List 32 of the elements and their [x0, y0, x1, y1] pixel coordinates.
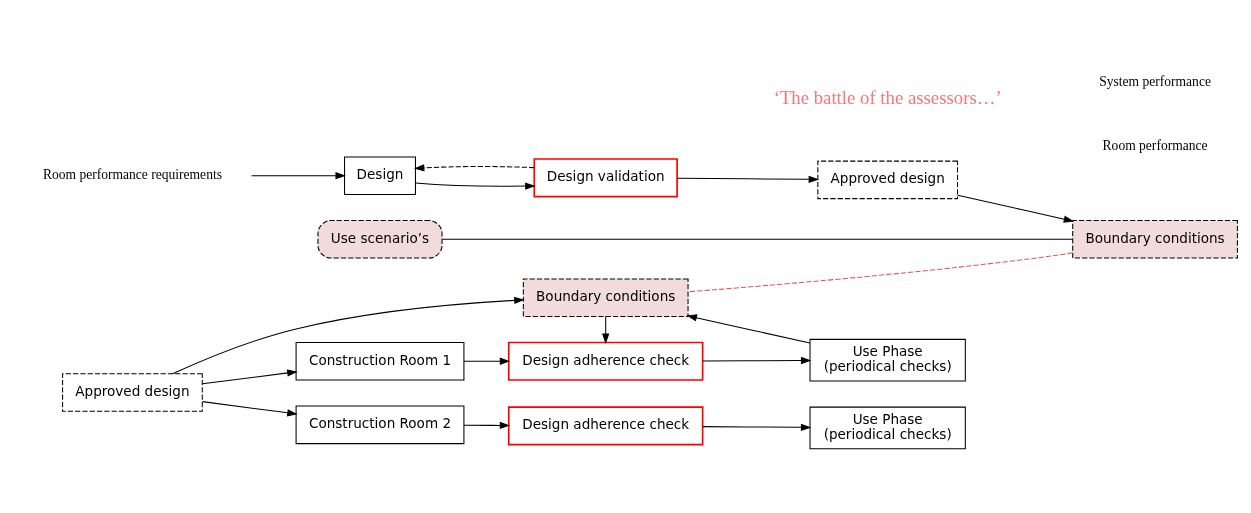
node-box: Design adherence check	[507, 341, 704, 381]
label: ‘The battle of the assessors…’	[773, 87, 1002, 109]
arrow	[172, 296, 525, 375]
arrow	[702, 423, 812, 431]
arrow	[702, 356, 812, 365]
node-box: Construction Room 1	[295, 342, 465, 381]
arrow	[251, 172, 346, 180]
node-box: Design adherence check	[507, 406, 704, 446]
node-box: Use scenario’s	[317, 220, 443, 259]
node-box: Approved design	[817, 160, 959, 200]
node-box: Design	[344, 156, 416, 195]
node-box: Design validation	[533, 158, 678, 198]
node-box: Boundary conditions	[1072, 220, 1238, 259]
node-text: Room performance requirements	[42, 167, 222, 183]
node-box: Use Phase (periodical checks)	[809, 338, 966, 382]
arrow	[957, 194, 1075, 223]
arrow	[686, 314, 811, 344]
arrow	[676, 175, 820, 183]
arrow	[463, 357, 511, 365]
arrow	[413, 164, 535, 172]
node-box: Approved design	[62, 373, 203, 412]
arrow	[463, 421, 511, 430]
arrow	[202, 401, 298, 417]
arrow	[202, 369, 298, 385]
node-box: Use Phase (periodical checks)	[809, 406, 966, 450]
connector	[687, 252, 1074, 293]
node-box: Boundary conditions	[522, 278, 689, 317]
label: System performance	[1099, 74, 1211, 90]
connector	[441, 238, 1073, 240]
node-box: Construction Room 2	[295, 405, 465, 445]
label: Room performance	[1102, 138, 1208, 154]
arrow	[415, 182, 536, 190]
